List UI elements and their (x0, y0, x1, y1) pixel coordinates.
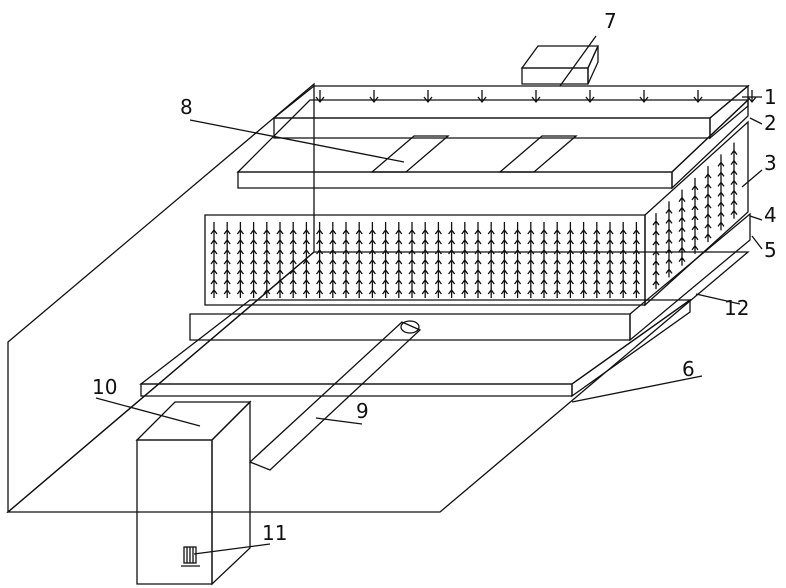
spray-arrow (693, 90, 703, 104)
groove-left (370, 135, 450, 173)
pump-icon (181, 546, 200, 567)
membrane-front (273, 117, 711, 139)
plant-stem (540, 222, 548, 298)
leader-2 (749, 117, 763, 125)
leader-6 (571, 375, 703, 403)
label-9: 9 (356, 399, 369, 423)
plant-stem (580, 222, 588, 298)
label-5: 5 (764, 238, 777, 262)
plant-stem (408, 222, 416, 298)
plant-stem (250, 222, 258, 298)
drain-pipe (248, 320, 422, 471)
plant-stem (474, 222, 482, 298)
label-3: 3 (764, 151, 777, 175)
plant-stem (619, 222, 627, 298)
plant-stem (223, 222, 231, 298)
plant-stem (448, 222, 456, 298)
sand-slab-side (571, 298, 691, 398)
plant-stem (691, 177, 699, 254)
leader-3 (741, 169, 763, 188)
upper-slab-side (671, 98, 749, 190)
control-box (135, 400, 252, 586)
spray-arrow (315, 90, 325, 104)
leader-8 (189, 119, 405, 163)
plant-stem (342, 222, 350, 298)
plant-stem (276, 222, 284, 298)
plant-stem (210, 222, 218, 298)
leader-4 (749, 215, 763, 221)
label-6: 6 (682, 357, 695, 381)
label-10: 10 (92, 375, 117, 399)
label-4: 4 (764, 203, 777, 227)
plant-stem (487, 222, 495, 298)
label-2: 2 (764, 111, 777, 135)
spray-arrow (477, 90, 487, 104)
leader-lines (95, 35, 763, 555)
label-12: 12 (724, 296, 749, 320)
spray-arrow (747, 90, 757, 104)
spray-arrow (423, 90, 433, 104)
plant-rows (210, 142, 738, 298)
spray-arrow (585, 90, 595, 104)
plant-stem (329, 222, 337, 298)
plant-stem (434, 222, 442, 298)
plant-stem (289, 222, 297, 298)
plant-stem (355, 222, 363, 298)
plant-stem (236, 222, 244, 298)
plant-stem (632, 222, 640, 298)
plant-stem (717, 154, 725, 231)
leader-10 (95, 397, 201, 427)
spray-arrow (531, 90, 541, 104)
label-7: 7 (604, 9, 617, 33)
spray-arrows (315, 90, 757, 104)
plant-stem (665, 201, 673, 278)
plant-stem (500, 222, 508, 298)
plant-stem (421, 222, 429, 298)
plant-stem (593, 222, 601, 298)
plant-stem (263, 222, 271, 298)
label-8: 8 (180, 95, 193, 119)
plant-stem (461, 222, 469, 298)
plant-stem (704, 166, 712, 243)
plant-stem (395, 222, 403, 298)
spray-plane (272, 85, 750, 119)
groove-right (498, 135, 578, 173)
spray-arrow (639, 90, 649, 104)
leader-11 (193, 543, 271, 555)
gravel-layer-side (629, 212, 751, 342)
gravel-layer-front (189, 313, 631, 341)
plant-stem (302, 222, 310, 298)
base-tray-left-wall (7, 82, 315, 514)
plant-stem (527, 222, 535, 298)
label-1: 1 (764, 85, 777, 109)
plant-stem (606, 222, 614, 298)
plant-layer-side (644, 120, 749, 307)
plant-stem (652, 213, 660, 290)
plant-stem (368, 222, 376, 298)
plant-stem (382, 222, 390, 298)
plant-stem (316, 222, 324, 298)
plant-stem (730, 142, 738, 219)
leader-7 (559, 35, 597, 87)
plant-stem (553, 222, 561, 298)
leader-12 (695, 293, 741, 305)
spray-arrow (369, 90, 379, 104)
plant-stem (678, 189, 686, 266)
top-unit (520, 45, 600, 85)
leader-9 (315, 417, 363, 425)
plant-stem (514, 222, 522, 298)
plant-stem (566, 222, 574, 298)
leader-5 (751, 235, 763, 250)
label-11: 11 (262, 521, 287, 545)
upper-slab-front (237, 171, 673, 189)
